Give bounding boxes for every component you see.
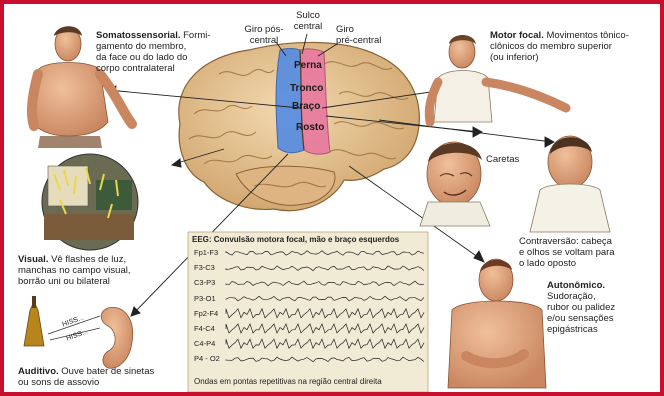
caption-visual-title: Visual. [18,254,48,265]
eeg-channel-label: P3-O1 [194,294,216,303]
figure-autonomic-man [448,259,546,388]
caption-motor-focal-title: Motor focal. [490,30,544,41]
eeg-channel-label: P4 - O2 [194,354,220,363]
eeg-channel-label: C3-P3 [194,278,215,287]
figure-visual-scene [42,154,138,250]
eeg-channel-label: C4-P4 [194,339,215,348]
label-braco: Braço [292,101,320,112]
eeg-channel-label: F3-C3 [194,263,215,272]
ear-icon [101,307,133,368]
label-tronco: Tronco [290,83,323,94]
caption-contraversao: Contraversão: cabeça e olhos se voltam p… [519,236,655,269]
figure-grimace-man [420,142,490,226]
label-giro-pre-central: Giro pré-central [336,24,406,46]
caption-somatosensorial: Somatossensorial. Formi- gamento do memb… [96,30,232,74]
caption-caretas: Caretas [486,154,519,165]
label-perna: Perna [294,60,322,71]
caption-somatosensorial-title: Somatossensorial. [96,30,180,41]
label-sulco-central: Sulco central [286,10,330,32]
caption-motor-focal: Motor focal. Movimentos tônico- clônicos… [490,30,658,63]
figure-contraversion-man [530,136,610,232]
caption-autonomico: Autonômico.Sudoração, rubor ou palidez e… [547,280,657,335]
caption-autonomico-text: Sudoração, rubor ou palidez e/ou sensaçõ… [547,291,615,335]
caption-auditivo-title: Auditivo. [18,366,59,377]
label-giro-pos-central: Giro pós- central [234,24,294,46]
caption-auditivo: Auditivo. Ouve bater de sinetas ou sons … [18,366,188,388]
bell-icon [24,306,44,346]
eeg-channel-label: F4-C4 [194,324,215,333]
eeg-channel-label: Fp1-F3 [194,248,218,257]
eeg-caption: Ondas em pontas repetitivas na região ce… [194,377,428,386]
eeg-panel [188,232,428,392]
caption-autonomico-title: Autonômico. [547,280,657,291]
eeg-title: EEG: Convulsão motora focal, mão e braço… [192,235,428,244]
caption-visual: Visual. Vê flashes de luz, manchas no ca… [18,254,178,287]
eeg-channel-label: Fp2-F4 [194,309,218,318]
label-rosto: Rosto [296,122,324,133]
